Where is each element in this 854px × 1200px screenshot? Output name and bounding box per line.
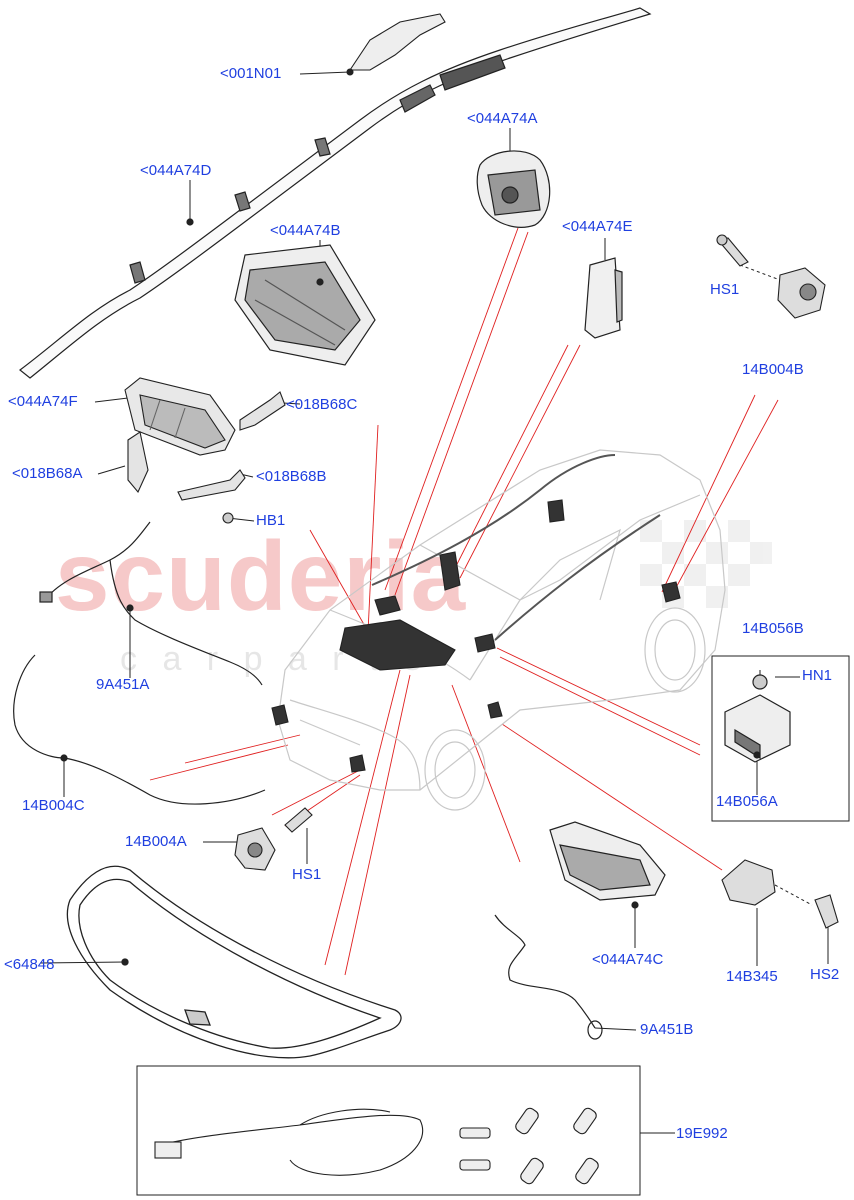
label-19E992[interactable]: 19E992	[676, 1125, 728, 1142]
passenger-airbag-044A74B	[234, 244, 376, 366]
label-14B004B[interactable]: 14B004B	[742, 361, 804, 378]
label-HS2[interactable]: HS2	[810, 966, 840, 983]
curtain-airbag-044A74D	[19, 7, 652, 379]
vehicle-outline	[277, 449, 726, 811]
label-9A451B[interactable]: 9A451B	[640, 1021, 694, 1038]
label-HS1-top[interactable]: HS1	[710, 281, 740, 298]
label-14B056B[interactable]: 14B056B	[742, 620, 804, 637]
brackets-018B68	[127, 391, 286, 524]
bracket-001N01	[346, 13, 446, 76]
harness-9A451A	[39, 521, 263, 686]
label-14B004A[interactable]: 14B004A	[125, 833, 187, 850]
label-HS1-bottom[interactable]: HS1	[292, 866, 322, 883]
label-044A74E[interactable]: <044A74E	[562, 218, 633, 235]
label-044A74C[interactable]: <044A74C	[592, 951, 664, 968]
label-018B68C[interactable]: <018B68C	[286, 396, 358, 413]
leader-lines	[149, 227, 779, 976]
vehicle-installed-components	[271, 454, 681, 773]
sensor-14B345	[721, 859, 839, 929]
label-64848[interactable]: <64848	[4, 956, 55, 973]
kit-detail-frame	[136, 1065, 641, 1196]
sensor-14B004B	[716, 234, 826, 319]
knee-airbag-044A74F	[124, 377, 236, 456]
label-HB1[interactable]: HB1	[256, 512, 286, 529]
seat-airbag-044A74E	[584, 257, 623, 339]
label-044A74F[interactable]: <044A74F	[8, 393, 78, 410]
label-044A74A[interactable]: <044A74A	[467, 110, 538, 127]
harness-9A451B	[494, 914, 603, 1040]
windscreen-64848	[66, 865, 402, 1059]
label-044A74B[interactable]: <044A74B	[270, 222, 341, 239]
passenger-airbag-044A74C	[549, 821, 666, 909]
driver-airbag-044A74A	[476, 150, 551, 228]
label-9A451A[interactable]: 9A451A	[96, 676, 150, 693]
label-14B004C[interactable]: 14B004C	[22, 797, 85, 814]
label-018B68B[interactable]: <018B68B	[256, 468, 327, 485]
label-14B345[interactable]: 14B345	[726, 968, 778, 985]
ecu-detail-frame	[711, 655, 850, 822]
sensor-14B004A	[234, 807, 313, 871]
harness-14B004C	[13, 654, 266, 805]
kit-19E992-contents	[154, 1107, 599, 1185]
label-018B68A[interactable]: <018B68A	[12, 465, 83, 482]
label-HN1[interactable]: HN1	[802, 667, 833, 684]
label-044A74D[interactable]: <044A74D	[140, 162, 212, 179]
label-001N01[interactable]: <001N01	[220, 65, 282, 82]
ecu-14B056A	[724, 674, 791, 763]
label-14B056A[interactable]: 14B056A	[716, 793, 778, 810]
